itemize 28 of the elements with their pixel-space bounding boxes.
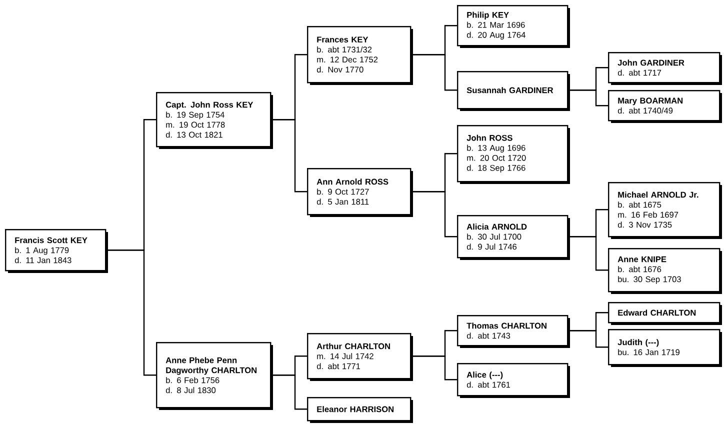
connector-line bbox=[568, 90, 608, 106]
person-box: Anne Phebe Penn Dagworthy CHARLTON b. 6 Feb 1756 d. 8 Jul 1830 bbox=[156, 342, 273, 410]
person-box: Ann Arnold ROSS b. 9 Oct 1727 d. 5 Jan 1811 bbox=[307, 168, 413, 217]
connector-line bbox=[411, 191, 457, 238]
person-box: Mary BOARMAN d. abt 1740/49 bbox=[608, 90, 722, 123]
connector-line bbox=[411, 54, 457, 91]
person-box: Eleanor HARRISON bbox=[307, 397, 413, 423]
person-box: Anne KNIPE b. abt 1676 bu. 30 Sep 1703 bbox=[608, 248, 722, 294]
person-box: John ROSS b. 13 Aug 1696 m. 20 Oct 1720 d. 18 Sep 1766 bbox=[457, 125, 570, 184]
connector-line bbox=[411, 356, 457, 380]
person-box: Frances KEY b. abt 1731/32 m. 12 Dec 1752 d. Nov 1770 bbox=[307, 26, 413, 85]
connector-line bbox=[271, 119, 307, 192]
connector-line bbox=[271, 374, 307, 410]
person-box: Alice (---) d. abt 1761 bbox=[457, 363, 570, 398]
person-box: Michael ARNOLD Jr. b. abt 1675 m. 16 Feb 1697 d. 3 Nov 1735 bbox=[608, 182, 722, 239]
person-box: Thomas CHARLTON d. abt 1743 bbox=[457, 315, 570, 348]
connector-line bbox=[106, 250, 156, 376]
person-box: Alicia ARNOLD b. 30 Jul 1700 d. 9 Jul 1746 bbox=[457, 215, 570, 260]
person-box: Judith (---) bu. 16 Jan 1719 bbox=[608, 329, 722, 367]
person-box: John GARDINER d. abt 1717 bbox=[608, 52, 722, 85]
person-box: Francis Scott KEY b. 1 Aug 1779 d. 11 Jan 1843 bbox=[5, 229, 108, 273]
person-box: Capt. John Ross KEY b. 19 Sep 1754 m. 19 Oct 1778 d. 13 Oct 1821 bbox=[156, 92, 273, 149]
person-box: Edward CHARLTON bbox=[608, 302, 722, 325]
connector-line bbox=[568, 236, 608, 271]
connector-line bbox=[568, 330, 608, 348]
person-box: Arthur CHARLTON m. 14 Jul 1742 d. abt 1771 bbox=[307, 333, 413, 381]
person-box: Susannah GARDINER bbox=[457, 71, 570, 111]
person-box: Philip KEY b. 21 Mar 1696 d. 20 Aug 1764 bbox=[457, 5, 570, 48]
